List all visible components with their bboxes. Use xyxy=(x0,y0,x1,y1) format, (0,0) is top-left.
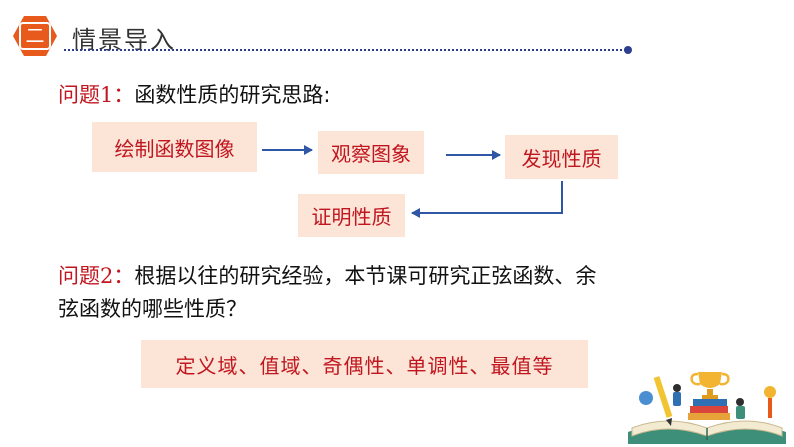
answer-box: 定义域、值域、奇偶性、单调性、最值等 xyxy=(141,340,588,388)
header-divider xyxy=(64,49,626,51)
question-1-label: 问题1： xyxy=(58,83,135,107)
question-2: 问题2：根据以往的研究经验，本节课可研究正弦函数、余 弦函数的哪些性质？ xyxy=(58,260,596,326)
question-2-label: 问题2： xyxy=(58,264,135,288)
question-2-line-2: 弦函数的哪些性质？ xyxy=(58,297,247,321)
question-2-text-1: 根据以往的研究经验，本节课可研究正弦函数、余 xyxy=(134,264,597,288)
header-divider-dot xyxy=(624,46,632,54)
arrow-step3-to-step4 xyxy=(411,181,563,218)
book-trophy-illustration-icon xyxy=(628,372,786,444)
question-2-line-1: 问题2：根据以往的研究经验，本节课可研究正弦函数、余 xyxy=(58,260,596,293)
flow-step-draw-graph: 绘制函数图像 xyxy=(92,122,257,172)
flow-step-observe: 观察图象 xyxy=(318,131,424,174)
section-badge-icon: 二 xyxy=(13,16,57,56)
flow-step-discover: 发现性质 xyxy=(505,135,618,179)
section-badge-number: 二 xyxy=(19,22,51,50)
question-1-text: 函数性质的研究思路: xyxy=(134,83,331,107)
flow-step-prove: 证明性质 xyxy=(298,194,405,237)
question-1: 问题1：函数性质的研究思路: xyxy=(58,79,330,109)
